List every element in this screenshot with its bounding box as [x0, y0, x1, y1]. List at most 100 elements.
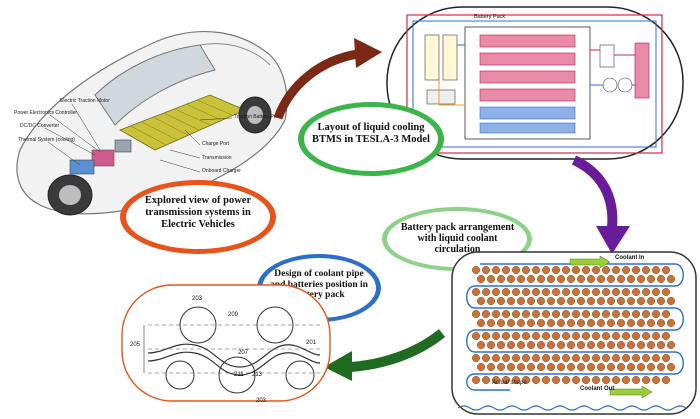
battery-cell	[586, 362, 595, 371]
label-charge-port: Charge Port	[202, 141, 229, 147]
battery-cell	[541, 375, 550, 384]
battery-cell	[556, 297, 565, 306]
battery-cell	[521, 266, 530, 275]
battery-cell	[601, 266, 610, 275]
battery-cell	[616, 275, 625, 284]
battery-cell	[591, 266, 600, 275]
battery-cell	[521, 375, 530, 384]
ref-213: 213	[252, 372, 263, 378]
bubble-tesla-layout	[298, 102, 444, 176]
battery-cell	[497, 340, 506, 349]
battery-cell	[646, 275, 655, 284]
battery-cell	[636, 275, 645, 284]
battery-cell	[636, 362, 645, 371]
battery-cell	[581, 331, 590, 340]
battery-cell	[487, 297, 496, 306]
battery-cell	[566, 297, 575, 306]
arrow-car-to-tesla	[273, 38, 382, 120]
battery-cell	[541, 266, 550, 275]
battery-cell	[666, 297, 675, 306]
battery-cell	[601, 288, 610, 297]
battery-cell	[606, 297, 615, 306]
car-illustration	[16, 31, 288, 216]
battery-cell	[586, 318, 595, 327]
battery-cell	[516, 340, 525, 349]
battery-cell	[531, 288, 540, 297]
arrow-pack-to-pipe	[324, 329, 446, 381]
ref-203-bottom: 203	[256, 398, 267, 404]
battery-cell	[611, 288, 620, 297]
battery-cell	[472, 266, 481, 275]
battery-cell	[631, 375, 640, 384]
battery-cell	[531, 353, 540, 362]
battery-cell	[656, 340, 665, 349]
battery-cell	[551, 353, 560, 362]
ref-203-top: 203	[192, 296, 203, 302]
pipe-panel	[121, 284, 331, 402]
battery-cell	[626, 340, 635, 349]
battery-cell	[646, 297, 655, 306]
car-panel: Electric Traction Motor Power Electronic…	[0, 0, 300, 240]
battery-cell	[507, 340, 516, 349]
battery-cell	[497, 362, 506, 371]
battery-cell	[571, 353, 580, 362]
battery-cell	[487, 275, 496, 284]
battery-cell	[551, 310, 560, 319]
battery-cell	[546, 362, 555, 371]
ref-207: 207	[238, 350, 249, 356]
battery-cell	[531, 310, 540, 319]
battery-cell	[477, 275, 486, 284]
battery-cell	[596, 275, 605, 284]
battery-cell	[591, 331, 600, 340]
battery-cell	[472, 353, 481, 362]
battery-cell	[531, 375, 540, 384]
battery-cell	[641, 353, 650, 362]
battery-cell	[561, 353, 570, 362]
tesla-battery-pack-label: Battery Pack	[474, 14, 506, 20]
battery-cell	[646, 318, 655, 327]
battery-cell	[631, 266, 640, 275]
battery-cell	[616, 318, 625, 327]
battery-cell	[586, 297, 595, 306]
battery-cell	[656, 362, 665, 371]
battery-cell	[631, 310, 640, 319]
battery-cell	[497, 275, 506, 284]
battery-cell	[611, 266, 620, 275]
battery-cell	[472, 331, 481, 340]
battery-cell	[526, 318, 535, 327]
battery-cell	[636, 297, 645, 306]
battery-cell	[576, 340, 585, 349]
battery-cell	[586, 275, 595, 284]
battery-cell	[596, 362, 605, 371]
battery-cell	[526, 297, 535, 306]
battery-cell	[641, 288, 650, 297]
battery-cell	[586, 340, 595, 349]
battery-cell	[626, 318, 635, 327]
label-transmission: Transmission	[202, 155, 232, 161]
battery-cell	[512, 288, 521, 297]
battery-cell	[601, 331, 610, 340]
battery-cell	[656, 275, 665, 284]
battery-cell	[576, 275, 585, 284]
battery-cell	[616, 297, 625, 306]
battery-cell	[646, 362, 655, 371]
battery-cell	[631, 353, 640, 362]
battery-cell	[611, 310, 620, 319]
battery-cell	[636, 340, 645, 349]
pack-coolant-path	[466, 263, 684, 391]
battery-cell	[566, 362, 575, 371]
battery-cell	[616, 362, 625, 371]
motor-block	[69, 159, 95, 175]
battery-cell	[526, 340, 535, 349]
ref-209: 209	[228, 312, 239, 318]
battery-cell	[561, 331, 570, 340]
power-electronics-block	[91, 149, 115, 167]
battery-cell	[551, 288, 560, 297]
battery-cell	[541, 288, 550, 297]
battery-cell	[502, 375, 511, 384]
battery-cell	[472, 375, 481, 384]
battery-cell	[626, 297, 635, 306]
coolant-in-arrow	[569, 255, 611, 269]
pack-cells	[472, 266, 675, 384]
battery-cell	[621, 353, 630, 362]
